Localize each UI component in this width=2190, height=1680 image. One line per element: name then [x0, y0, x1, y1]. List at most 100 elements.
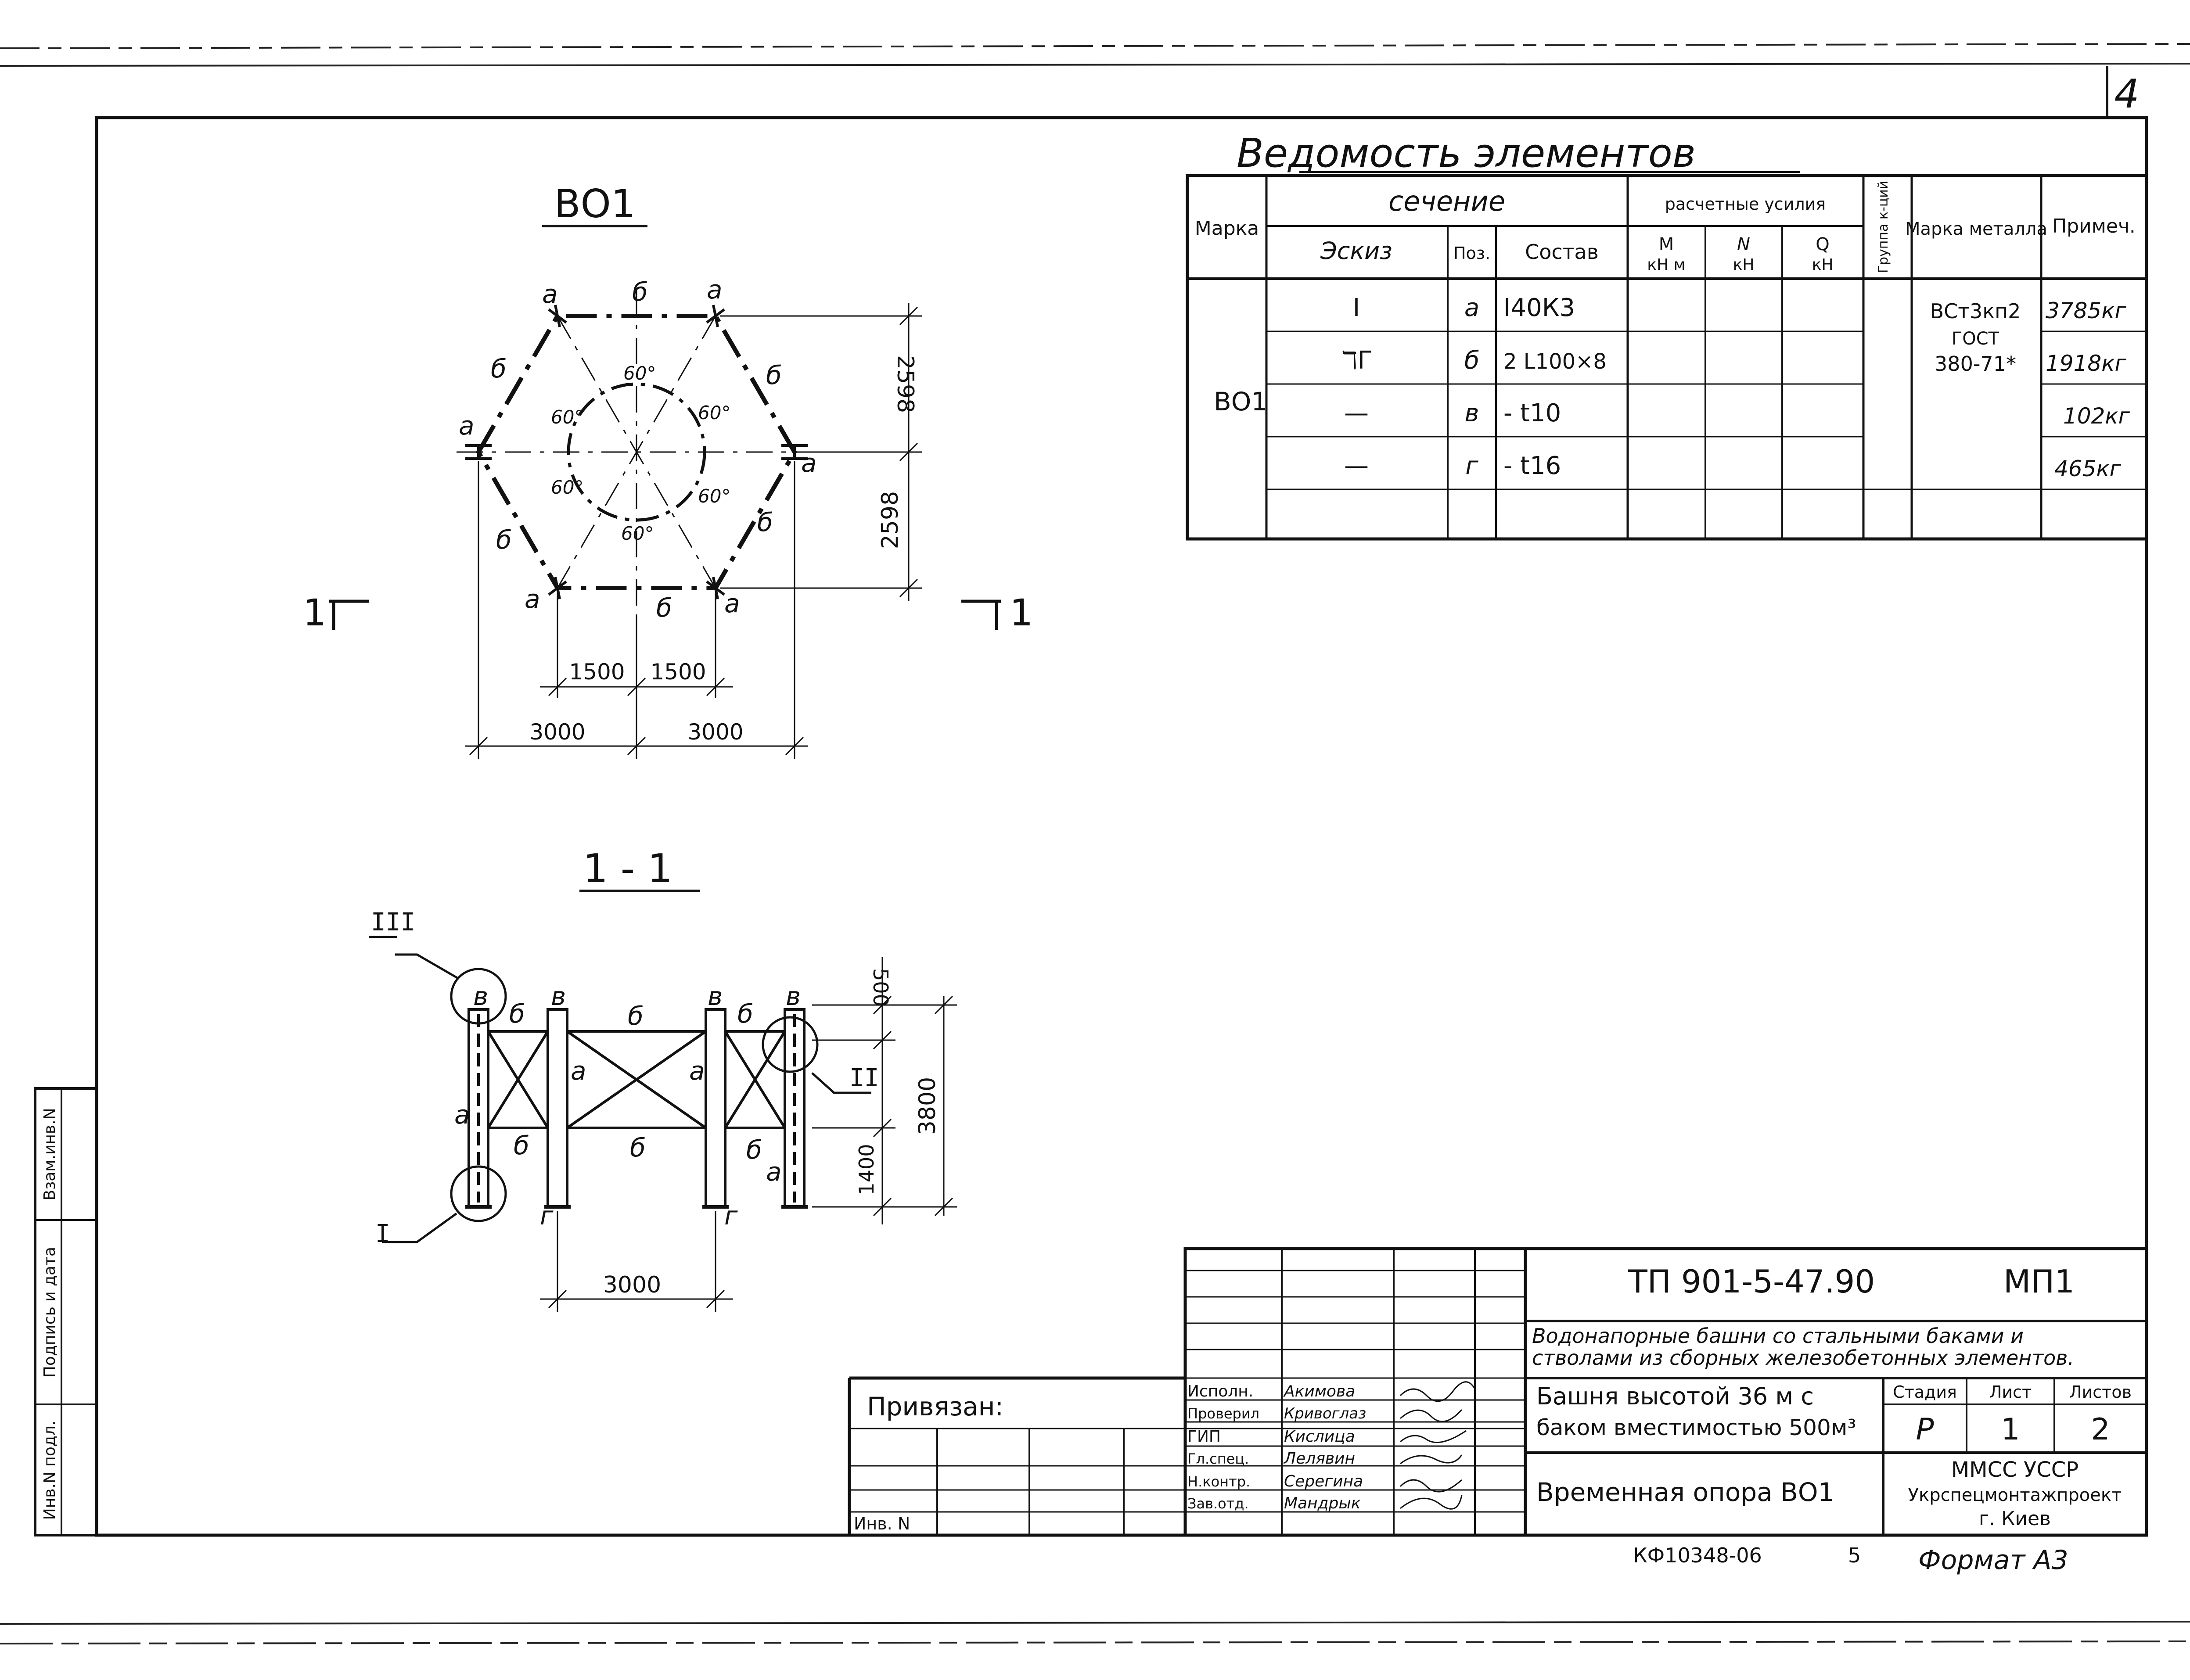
dim-vertical-upper: 2598 — [892, 355, 918, 413]
dim-full-left: 3000 — [529, 719, 585, 745]
label-b-upper-left: б — [491, 354, 507, 384]
role-5: Н.контр. — [1187, 1473, 1250, 1490]
schedule-title: Ведомость элементов — [1237, 130, 1696, 176]
inner-circle — [567, 382, 706, 522]
header-metal: Марка металла — [1905, 219, 2047, 239]
angle-top: 60° — [623, 363, 656, 384]
callout-ii: II — [849, 1064, 879, 1092]
role-6: Зав.отд. — [1187, 1495, 1249, 1512]
column-nodes — [465, 305, 808, 599]
schedule-headers: Марка сечение Эскиз Поз. Состав расчетны… — [1195, 181, 2136, 274]
label-g-1: г — [540, 1201, 554, 1231]
row2-note: 1918кг — [2046, 351, 2126, 376]
metal-grade: ВСт3кп2 ГОСТ 380-71* — [1930, 299, 2021, 376]
angle-labels: 60° 60° 60° 60° 60° 60° — [551, 363, 730, 544]
row3-poz: в — [1464, 399, 1479, 427]
schedule-table: Ведомость элементов Марка — [1186, 130, 2148, 541]
label-b-upper-right: б — [766, 360, 782, 390]
row2-sketch: ℸΓ — [1341, 346, 1371, 375]
row2-sostav: 2 L100×8 — [1503, 349, 1607, 374]
horizontal-dimensions — [465, 461, 808, 759]
section-vertical-dimensions — [812, 957, 957, 1224]
doc-code: ТП 901-5-47.90 — [1628, 1263, 1875, 1300]
label-v-1: в — [473, 981, 488, 1011]
stage-value: Р — [1916, 1412, 1934, 1447]
row1-sostav: I40К3 — [1503, 294, 1575, 322]
name-5: Серегина — [1284, 1472, 1363, 1490]
detail-callouts — [382, 953, 869, 1243]
org-line-3: г. Киев — [1979, 1508, 2051, 1530]
angle-lower-right: 60° — [698, 485, 730, 507]
label-a-s1: а — [454, 1100, 470, 1130]
angle-lower-left: 60° — [551, 477, 583, 498]
angle-upper-right: 60° — [698, 402, 730, 424]
label-b-s6: б — [746, 1135, 762, 1165]
object-line-1: Башня высотой 36 м с — [1536, 1382, 1814, 1410]
dim-half-right: 1500 — [650, 659, 706, 685]
stamp-vzam: Взам.инв.N — [41, 1108, 59, 1200]
label-a-s2: а — [571, 1056, 586, 1086]
title-block: ТП 901-5-47.90 МП1 Водонапорные башни со… — [848, 1247, 2148, 1537]
sheet-title: Временная опора ВО1 — [1536, 1477, 1834, 1507]
section-1-1: 1 - 1 — [369, 846, 957, 1312]
section-mark-right-number: 1 — [1010, 591, 1033, 634]
section-mark-right: 1 — [961, 591, 1033, 634]
name-6: Мандрык — [1284, 1494, 1361, 1512]
section-mark-left: 1 — [303, 591, 369, 634]
row-marka: ВО1 — [1214, 387, 1267, 416]
sheet-value: 1 — [2001, 1412, 2020, 1447]
label-a-top-right: а — [707, 275, 723, 305]
header-m-unit: кН м — [1647, 256, 1685, 274]
callout-i: I — [375, 1220, 390, 1248]
angle-upper-left: 60° — [551, 406, 583, 428]
label-b-lower-left: б — [496, 525, 512, 555]
label-a-s4: а — [766, 1157, 782, 1187]
org-line-1: ММСС УССР — [1951, 1457, 2079, 1482]
header-poz: Поз. — [1453, 244, 1490, 263]
side-stamp: Инв.N подл. Подпись и дата Взам.инв.N — [34, 1087, 98, 1536]
sheets-label: Листов — [2069, 1382, 2132, 1402]
signatures — [1399, 1381, 1476, 1510]
stamp-inv-podl: Инв.N подл. — [41, 1421, 59, 1520]
dim-section-span: 3000 — [603, 1272, 661, 1298]
vertical-dimensions — [720, 303, 922, 601]
angle-bottom: 60° — [621, 523, 654, 544]
vo1-plan-title: ВО1 — [554, 181, 636, 226]
label-b-lower-right: б — [757, 507, 773, 537]
section-element-labels: в в в в б б б а а а а б б б г г — [454, 981, 801, 1231]
role-3: ГИП — [1187, 1428, 1221, 1446]
row4-sostav: - t16 — [1503, 452, 1561, 480]
label-a-left: а — [459, 411, 475, 441]
header-marka: Марка — [1195, 217, 1259, 240]
signature-names: Акимова Кривоглаз Кислица Лелявин Сереги… — [1283, 1382, 1366, 1512]
row1-note: 3785кг — [2046, 298, 2126, 323]
doc-section: МП1 — [2003, 1263, 2075, 1300]
header-sechenie: сечение — [1388, 185, 1505, 217]
stamp-podpis: Подпись и дата — [41, 1247, 59, 1378]
label-b-top: б — [632, 277, 648, 307]
stage-label: Стадия — [1893, 1382, 1957, 1402]
signature-roles: Исполн. Проверил ГИП Гл.спец. Н.контр. З… — [1187, 1382, 1259, 1512]
row4-note: 465кг — [2054, 456, 2122, 481]
bracing — [487, 1030, 786, 1129]
sheet-edge-lines — [0, 43, 2190, 1644]
label-g-2: г — [724, 1201, 738, 1231]
label-b-s2: б — [628, 1001, 644, 1031]
row2-poz: б — [1464, 346, 1480, 375]
header-note: Примеч. — [2052, 215, 2136, 237]
schedule-rows: I а I40К3 3785кг ℸΓ б 2 L100×8 1918кг — … — [1341, 294, 2130, 481]
drawing-frame — [95, 116, 2148, 1537]
inv-label: Инв. N — [854, 1514, 910, 1533]
dim-section-top: 500 — [869, 968, 892, 1007]
footer-num: 5 — [1848, 1544, 1861, 1567]
row4-sketch: — — [1344, 452, 1369, 480]
label-a-bottom-right: а — [724, 589, 740, 618]
metal-line-3: 380-71* — [1935, 352, 2016, 376]
label-b-s4: б — [514, 1131, 529, 1160]
name-2: Кривоглаз — [1284, 1405, 1366, 1422]
name-3: Кислица — [1284, 1428, 1355, 1446]
object-line-2: баком вместимостью 500м³ — [1536, 1415, 1856, 1440]
label-b-s3: б — [737, 999, 753, 1029]
attached-label: Привязан: — [867, 1392, 1003, 1422]
